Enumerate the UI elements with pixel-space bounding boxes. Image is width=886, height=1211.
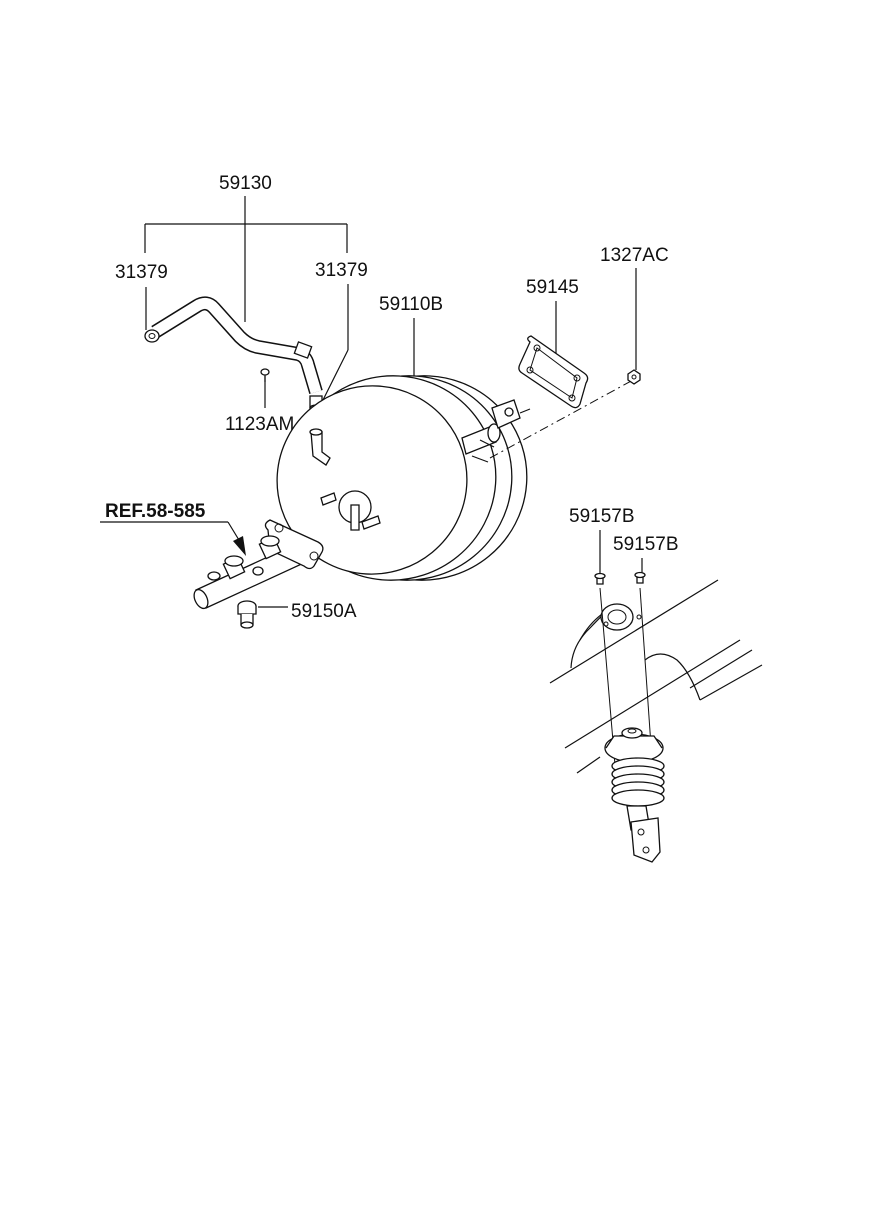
- label-ref-58-585: REF.58-585: [105, 501, 206, 522]
- label-1123am: 1123AM: [225, 414, 294, 435]
- label-59145: 59145: [526, 277, 579, 298]
- sensor-59150a: [237, 600, 257, 629]
- label-31379-right: 31379: [315, 260, 368, 281]
- screw-1123am: [260, 368, 270, 382]
- label-31379-left: 31379: [115, 262, 168, 283]
- assembly-centerline: [489, 379, 634, 459]
- label-59157b-left: 59157B: [569, 506, 635, 527]
- label-59130: 59130: [219, 173, 272, 194]
- label-59157b-right: 59157B: [613, 534, 679, 555]
- nut-1327ac: [627, 369, 641, 385]
- label-59150a: 59150A: [291, 601, 357, 622]
- bolt-59157b-left: [594, 572, 606, 585]
- brake-booster: [276, 375, 531, 581]
- gasket-59145: [518, 335, 589, 409]
- master-cylinder: [193, 519, 324, 610]
- body-panel: [549, 579, 763, 774]
- label-1327ac: 1327AC: [600, 245, 669, 266]
- guide-line-right: [639, 587, 653, 761]
- label-59110b: 59110B: [379, 294, 443, 315]
- strut-assembly: [604, 727, 665, 863]
- ref-arrowhead: [233, 536, 246, 556]
- vacuum-hose: [144, 296, 323, 412]
- bolt-59157b-right: [634, 571, 646, 584]
- guide-line-left: [599, 587, 616, 766]
